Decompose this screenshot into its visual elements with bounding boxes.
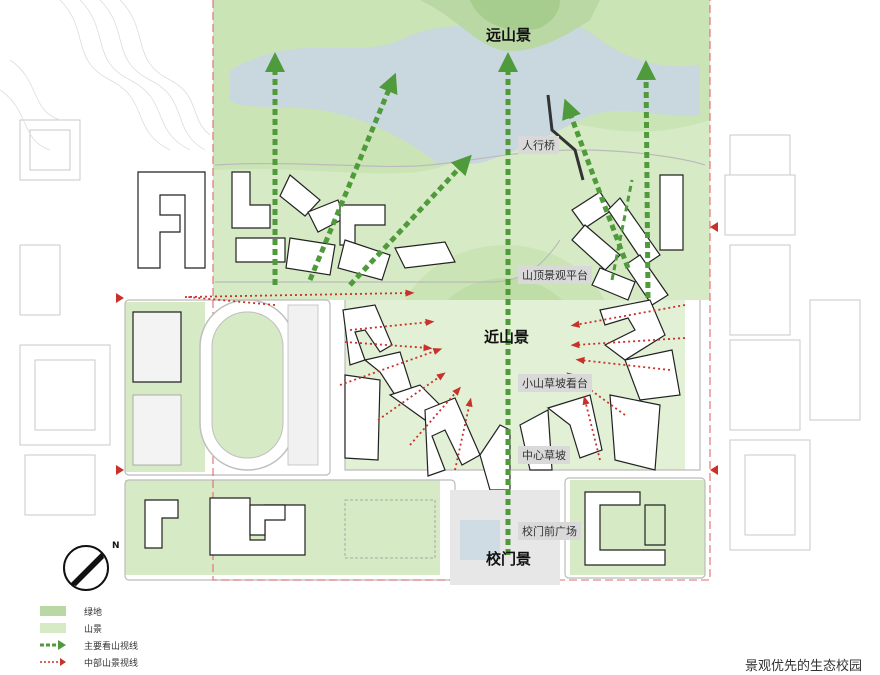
topo-lines bbox=[0, 0, 211, 151]
green-dashed-arrow-icon bbox=[40, 640, 66, 650]
legend-label: 绿地 bbox=[84, 607, 103, 618]
entrance-markers bbox=[116, 222, 718, 475]
context-buildings bbox=[19, 119, 861, 551]
legend-item-green-land: 绿地 bbox=[40, 604, 102, 618]
label-summit-platform: 山顶景观平台 bbox=[518, 266, 592, 284]
sports-courts bbox=[132, 311, 436, 559]
dark-green-swatch-icon bbox=[40, 606, 66, 616]
legend-label: 中部山景视线 bbox=[84, 658, 139, 669]
buildings bbox=[132, 171, 684, 566]
north-arrow-icon: N bbox=[63, 541, 120, 591]
legend-item-mountain-view: 山景 bbox=[40, 621, 102, 635]
main-view-lines bbox=[265, 52, 657, 555]
legend-label: 山景 bbox=[84, 624, 103, 635]
legend-item-main-sightline: 主要看山视线 bbox=[40, 638, 138, 652]
figure-caption: 景观优先的生态校园 bbox=[744, 659, 862, 674]
label-central-slope: 中心草坡 bbox=[518, 446, 570, 464]
label-gate-plaza: 校门前广场 bbox=[518, 522, 581, 540]
north-label: N bbox=[112, 541, 120, 551]
running-track bbox=[199, 299, 319, 471]
label-gate-view: 校门景 bbox=[486, 550, 532, 568]
label-far-mountain: 远山景 bbox=[486, 26, 532, 44]
red-dotted-arrow-icon bbox=[40, 658, 66, 666]
legend-label: 主要看山视线 bbox=[84, 641, 139, 652]
label-footbridge: 人行桥 bbox=[518, 136, 559, 154]
label-near-mountain: 近山景 bbox=[484, 328, 530, 346]
light-green-swatch-icon bbox=[40, 623, 66, 633]
legend-item-secondary-sightline: 中部山景视线 bbox=[40, 655, 138, 669]
footbridge bbox=[546, 94, 585, 181]
label-hill-stand: 小山草坡看台 bbox=[518, 374, 592, 392]
